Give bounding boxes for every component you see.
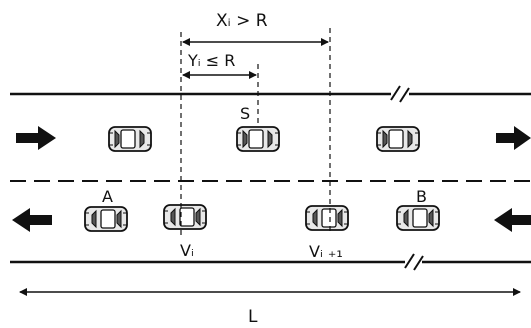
car-icon: [108, 126, 152, 152]
arrow-right-icon: [496, 126, 531, 150]
car-icon-vi: [163, 204, 207, 230]
vehicle-vi1-label: Vᵢ ₊₁: [309, 242, 343, 261]
car-icon-vi1: [305, 205, 349, 231]
vehicle-s-label: S: [240, 104, 250, 123]
y-condition-label: Yᵢ ≤ R: [187, 51, 235, 70]
road-top-break-icon: [390, 85, 410, 103]
arrow-left-icon: [12, 208, 52, 232]
x-condition-label: Xᵢ > R: [216, 11, 268, 31]
vehicle-b-label: B: [416, 187, 427, 206]
car-icon-b: [396, 205, 440, 231]
vehicle-vi-label: Vᵢ: [180, 241, 194, 260]
car-icon-a: [84, 206, 128, 232]
arrow-right-icon: [16, 126, 56, 150]
car-icon: [376, 126, 420, 152]
road-bottom-break-icon: [404, 253, 424, 271]
vehicle-a-label: A: [102, 187, 113, 206]
length-l-label: L: [248, 307, 258, 327]
car-icon-s: [236, 126, 280, 152]
arrow-left-icon: [494, 208, 531, 232]
